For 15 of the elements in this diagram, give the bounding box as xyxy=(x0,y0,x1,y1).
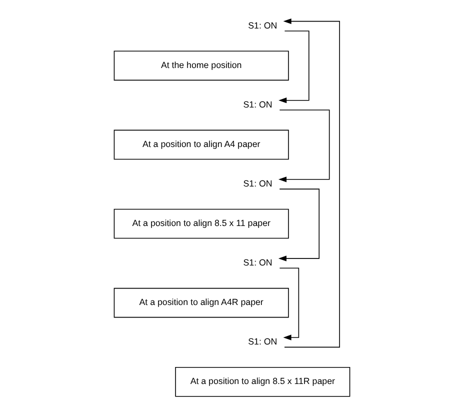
node-text: S1: ON xyxy=(243,99,272,110)
node-box: At a position to align A4 paper xyxy=(114,130,289,160)
arrow xyxy=(278,30,310,104)
arrow xyxy=(278,188,320,262)
node-text: S1: ON xyxy=(248,336,278,347)
node-box: At a position to align 8.5 x 11 paper xyxy=(114,208,289,239)
node-box: At a position to align 8.5 x 11R paper xyxy=(175,366,350,397)
node-text: S1: ON xyxy=(243,178,272,188)
arrow xyxy=(279,268,300,340)
node-box: At the home position xyxy=(114,50,289,81)
arrow xyxy=(283,18,340,348)
arrow xyxy=(278,110,330,182)
node-text: S1: ON xyxy=(243,258,272,268)
node-text: S1: ON xyxy=(248,20,278,30)
node-box: At a position to align A4R paper xyxy=(114,288,289,318)
